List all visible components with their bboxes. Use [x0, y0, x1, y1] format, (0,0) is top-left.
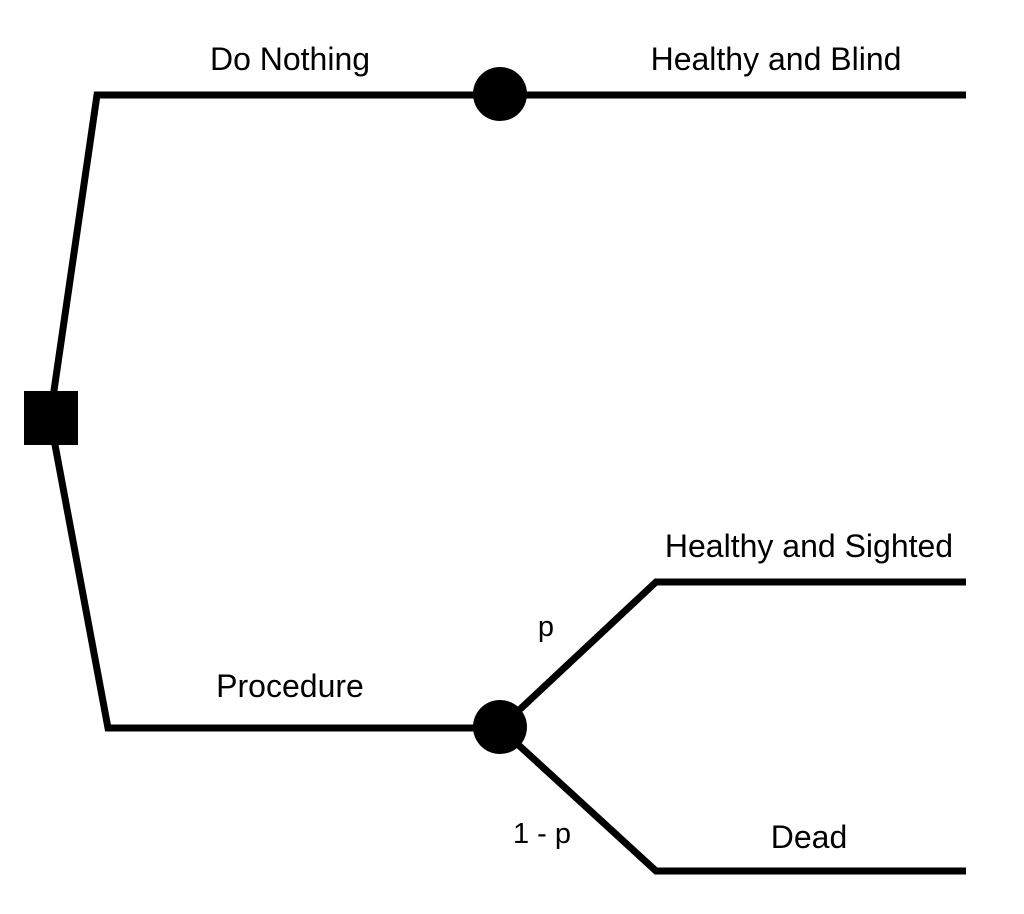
do-nothing-label: Do Nothing — [210, 41, 370, 77]
procedure-label: Procedure — [216, 668, 364, 704]
do-nothing-branch-line — [46, 91, 500, 419]
do-nothing-chance-node — [473, 67, 527, 121]
procedure-branch-line — [46, 417, 500, 732]
dead-label: Dead — [771, 819, 848, 855]
probability-p-label: p — [538, 611, 554, 643]
procedure-chance-node — [473, 700, 527, 754]
decision-node — [24, 391, 78, 445]
healthy-and-blind-label: Healthy and Blind — [651, 41, 902, 77]
healthy-and-sighted-outcome-line — [497, 578, 966, 731]
dead-outcome-line — [497, 725, 966, 875]
probability-one-minus-p-label: 1 - p — [513, 818, 571, 850]
healthy-and-sighted-label: Healthy and Sighted — [665, 528, 953, 564]
